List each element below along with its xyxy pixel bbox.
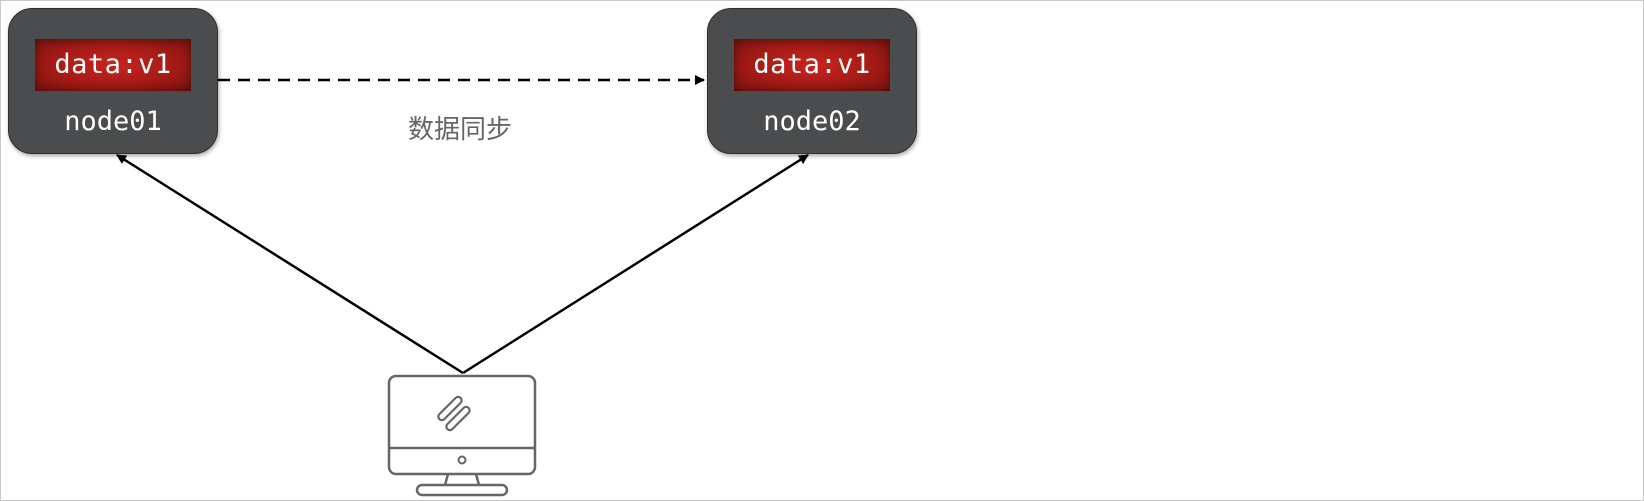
sync-label: 数据同步 (407, 115, 512, 145)
node02-data-chip: data:v1 (734, 39, 890, 91)
node02-label: node02 (763, 106, 861, 137)
node01-data-chip: data:v1 (35, 39, 191, 91)
node01-box: data:v1 node01 (8, 8, 218, 154)
monitor-icon (387, 374, 537, 497)
client-to-node01-arrow (116, 153, 464, 375)
node01-label: node01 (64, 106, 162, 137)
node02-box: data:v1 node02 (707, 8, 917, 154)
client-to-node02-arrow (462, 153, 809, 375)
